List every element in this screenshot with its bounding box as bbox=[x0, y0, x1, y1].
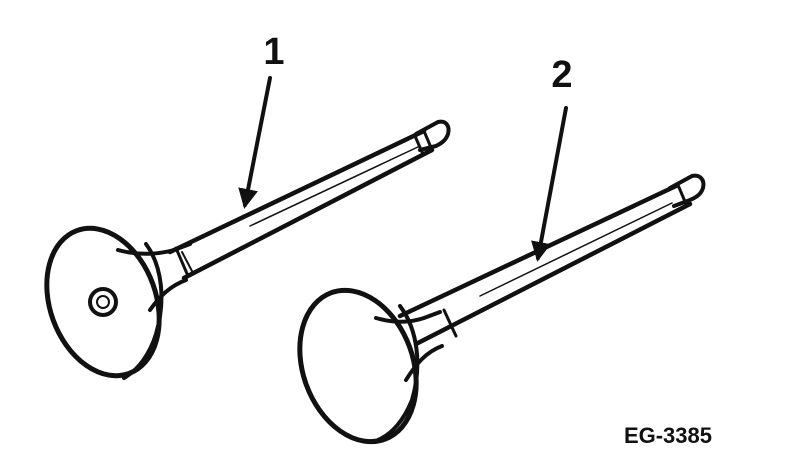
callout-1-label: 1 bbox=[263, 31, 284, 73]
valve-2: 2 bbox=[297, 54, 706, 445]
valve-2-head bbox=[297, 287, 420, 445]
valve-1-stem bbox=[167, 128, 435, 281]
callout-2: 2 bbox=[531, 54, 573, 262]
callout-1-arrow bbox=[238, 76, 272, 209]
callout-2-label: 2 bbox=[551, 54, 572, 96]
callout-2-arrow bbox=[531, 106, 568, 262]
callout-1: 1 bbox=[238, 31, 285, 209]
figure-code: EG-3385 bbox=[624, 423, 712, 448]
valve-1: 1 bbox=[44, 31, 451, 380]
valve-1-head bbox=[44, 225, 164, 380]
valve-1-tip bbox=[413, 119, 451, 154]
valve-2-neck bbox=[374, 308, 458, 382]
valve-2-tip bbox=[668, 173, 706, 208]
